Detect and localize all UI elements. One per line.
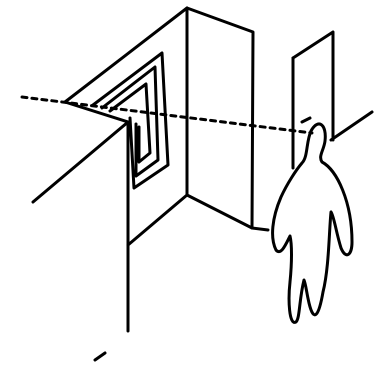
back-wall-edge [329, 110, 374, 142]
corner-wall [185, 6, 270, 232]
drawing [20, 6, 374, 362]
front-wall [31, 6, 189, 362]
open-door [291, 30, 335, 170]
person-silhouette [271, 122, 354, 324]
door-handle [300, 116, 312, 124]
window-frame [91, 51, 170, 190]
